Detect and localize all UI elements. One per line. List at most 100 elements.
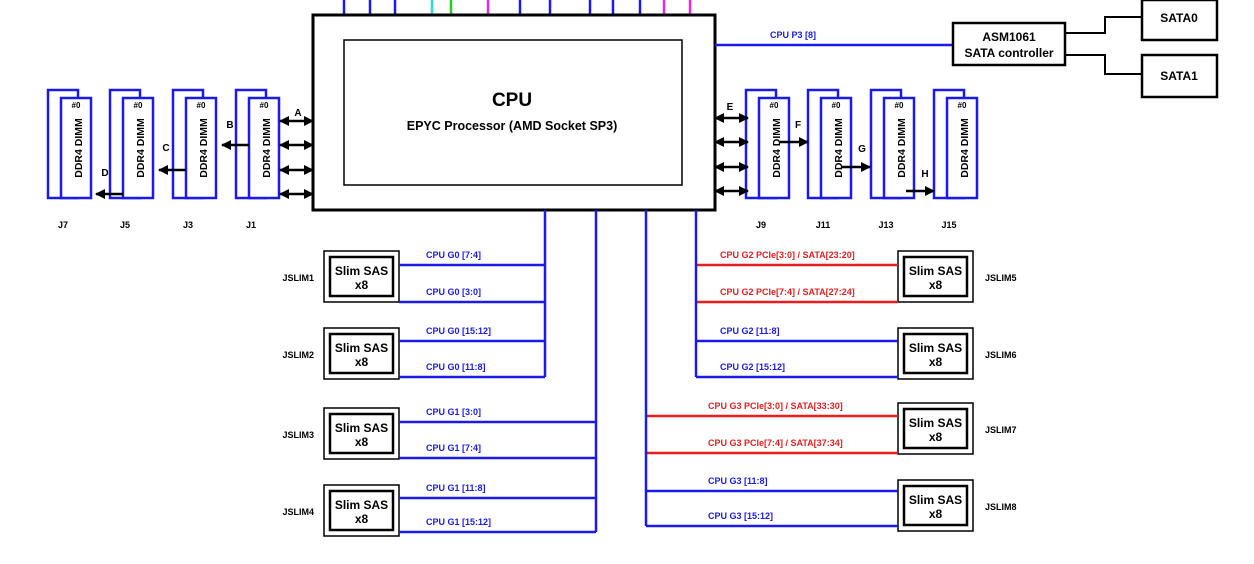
slim-sas-inner [328,489,395,532]
slim-sas-width: x8 [929,278,943,292]
slim-sas-type: Slim SAS [909,264,962,278]
slim-sas-width: x8 [355,512,369,526]
channel-label: G [858,144,866,155]
slim-sas-name: JSLIM4 [282,507,314,517]
dimm-module [882,96,916,200]
slim-sas-inner [328,332,395,375]
channel-label: B [226,120,233,131]
cpu-package: CPU EPYC Processor (AMD Socket SP3) [311,13,717,212]
slim-sas-lane-label: CPU G3 PCIe[3:0] / SATA[33:30] [708,401,843,411]
dimm-module [184,96,218,200]
dimm-type-label: DDR4 DIMM [896,118,908,178]
slim-sas-lane-label: CPU G0 [7:4] [426,250,481,260]
slim-sas-name: JSLIM2 [282,350,314,360]
channel-label: C [162,143,169,154]
dimm-type-label: DDR4 DIMM [833,118,845,178]
slim-sas-lane-label: CPU G0 [15:12] [426,326,491,336]
dimm-module [757,96,791,200]
dimm-slot-mark: #0 [958,101,967,110]
sata1-label: SATA1 [1160,69,1198,83]
slim-sas-lane-label: CPU G0 [11:8] [426,362,486,372]
slim-sas-lane-label: CPU G1 [3:0] [426,407,481,417]
dimm-module [247,96,281,200]
dimm-slot-mark: #0 [72,101,81,110]
dimm-type-label: DDR4 DIMM [261,118,273,178]
dimm-slot-mark: #0 [197,101,206,110]
slim-sas-inner [328,255,395,298]
channel-label: A [294,108,301,119]
dimm-module [945,96,979,200]
dimm-type-label: DDR4 DIMM [135,118,147,178]
slim-sas-inner [902,484,969,527]
slim-sas-lane-label: CPU G3 [15:12] [708,511,773,521]
slim-sas-width: x8 [355,355,369,369]
dimm-slot-mark: #0 [832,101,841,110]
slim-sas-lane-label: CPU G2 PCIe[7:4] / SATA[27:24] [720,287,855,297]
slim-sas-lane-label: CPU G1 [7:4] [426,443,481,453]
slim-sas-type: Slim SAS [335,498,388,512]
channel-label: E [727,102,734,113]
slim-sas-inner [902,255,969,298]
dimm-slot-label: J1 [246,220,256,230]
slim-sas-name: JSLIM7 [985,425,1017,435]
sata-controller-name: ASM1061 [982,30,1036,44]
dimm-type-label: DDR4 DIMM [73,118,85,178]
dimm-module [819,96,853,200]
cpu-title: CPU [492,90,532,111]
channel-label: D [101,168,108,179]
slim-sas-lane-label: CPU G2 PCIe[3:0] / SATA[23:20] [720,250,855,260]
slim-sas-lane-label: CPU G0 [3:0] [426,287,481,297]
slim-sas-lane-label: CPU G1 [11:8] [426,483,486,493]
channel-label: H [921,169,928,180]
slim-sas-lane-label: CPU G2 [15:12] [720,362,785,372]
slim-sas-type: Slim SAS [335,421,388,435]
dimm-slot-label: J13 [878,220,893,230]
slim-sas-inner [902,332,969,375]
sata-controller-box [951,21,1067,67]
slim-sas-inner [328,412,395,455]
slim-sas-type: Slim SAS [335,264,388,278]
slim-sas-type: Slim SAS [909,493,962,507]
slim-sas-inner [902,407,969,450]
dimm-slot-mark: #0 [260,101,269,110]
sata-controller-desc: SATA controller [964,46,1053,60]
dimm-slot-mark: #0 [134,101,143,110]
slim-sas-name: JSLIM5 [985,273,1017,283]
slim-sas-type: Slim SAS [909,416,962,430]
channel-label: F [795,120,801,131]
slim-sas-lane-label: CPU G3 PCIe[7:4] / SATA[37:34] [708,438,843,448]
slim-sas-name: JSLIM8 [985,502,1017,512]
sata0-port [1140,0,1219,42]
dimm-module [121,96,155,200]
dimm-slot-label: J11 [816,220,831,230]
dimm-slot-mark: #0 [895,101,904,110]
top-bus-lines [342,0,692,15]
slim-sas-name: JSLIM6 [985,350,1017,360]
dimm-slot-label: J7 [58,220,68,230]
cpu-subtitle: EPYC Processor (AMD Socket SP3) [407,119,618,133]
sata0-label: SATA0 [1160,11,1198,25]
sata-section: CPU P3 [8] ASM1061 SATA controller SATA0… [715,0,1219,99]
dimm-slot-mark: #0 [770,101,779,110]
slim-sas-type: Slim SAS [909,341,962,355]
dimm-slot-label: J3 [183,220,193,230]
slim-sas-type: Slim SAS [335,341,388,355]
slim-sas-lane-label: CPU G2 [11:8] [720,326,780,336]
